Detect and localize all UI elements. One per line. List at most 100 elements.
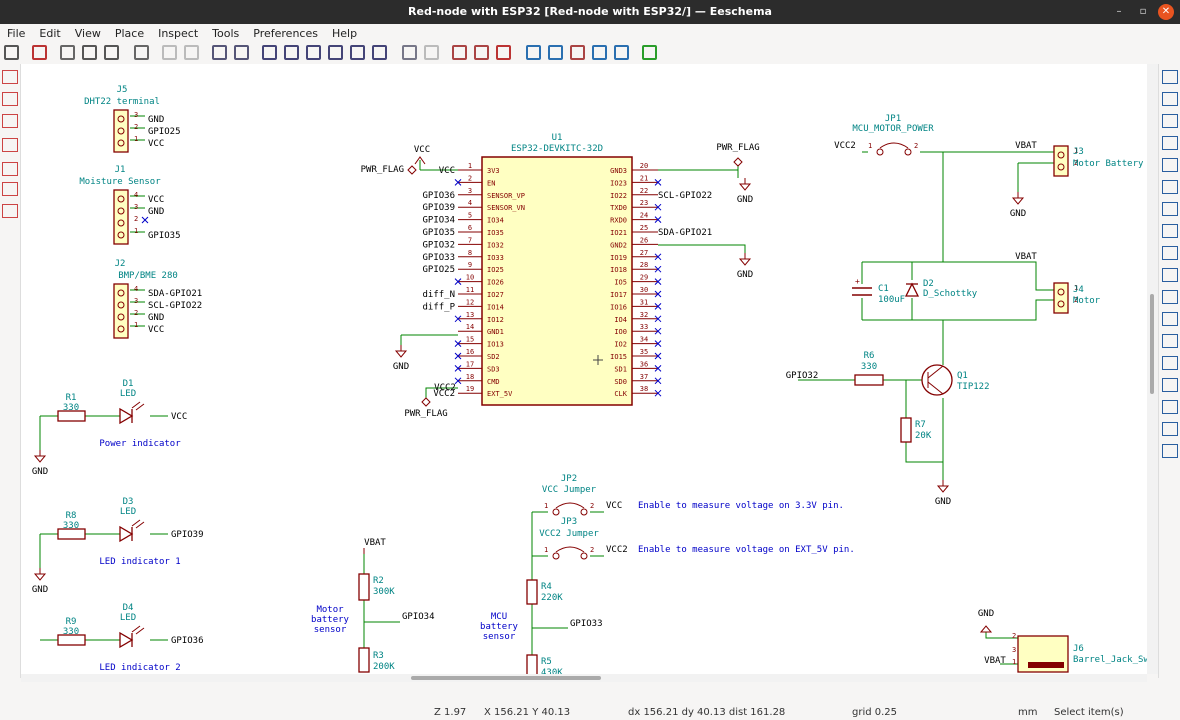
- u1-pinnum-28: 28: [640, 261, 648, 269]
- right-toolbar-icon-5[interactable]: [1162, 180, 1178, 194]
- toolbar-icon-8[interactable]: [212, 45, 227, 60]
- menu-view[interactable]: View: [74, 26, 101, 40]
- menu-preferences[interactable]: Preferences: [253, 26, 318, 40]
- toolbar-icon-1[interactable]: [32, 45, 47, 60]
- vertical-scroll-thumb[interactable]: [1150, 294, 1154, 394]
- u1-pinname-15: IO13: [487, 341, 504, 349]
- u1-pinnum-37: 37: [640, 373, 648, 381]
- left-toolbar-icon-4[interactable]: [2, 162, 18, 176]
- j4-pinnum-1: 1: [1074, 284, 1078, 292]
- jp3-vcc2-label: VCC2: [606, 545, 628, 555]
- d4-rays: [131, 625, 145, 635]
- pwrflag3-label: PWR_FLAG: [404, 409, 447, 419]
- toolbar-icon-18[interactable]: [452, 45, 467, 60]
- menu-place[interactable]: Place: [114, 26, 145, 40]
- left-toolbar-icon-2[interactable]: [2, 114, 18, 128]
- right-toolbar-icon-15[interactable]: [1162, 400, 1178, 414]
- u1-pinname-11: IO27: [487, 291, 504, 299]
- r6-gpio32-label: GPIO32: [786, 371, 819, 381]
- right-toolbar-icon-9[interactable]: [1162, 268, 1178, 282]
- u1-pinname-19: EXT_5V: [487, 390, 513, 398]
- u1-pinnum-22: 22: [640, 187, 648, 195]
- menu-file[interactable]: File: [7, 26, 26, 40]
- toolbar-icon-25[interactable]: [614, 45, 629, 60]
- toolbar-icon-0[interactable]: [4, 45, 19, 60]
- u1-pinname-37: SD0: [614, 378, 627, 386]
- toolbar-icon-5[interactable]: [134, 45, 149, 60]
- u1-pinname-6: IO35: [487, 229, 504, 237]
- right-toolbar-icon-4[interactable]: [1162, 158, 1178, 172]
- d2-value: D_Schottky: [923, 289, 978, 299]
- toolbar-icon-11[interactable]: [284, 45, 299, 60]
- u1-pinname-28: IO18: [610, 266, 627, 274]
- pwrflag2-label: PWR_FLAG: [716, 143, 759, 153]
- d4-body: [119, 631, 134, 649]
- close-button[interactable]: ✕: [1158, 4, 1174, 20]
- horizontal-scroll-thumb[interactable]: [411, 676, 601, 680]
- j2-pin-1: [117, 325, 125, 333]
- toolbar-icon-20[interactable]: [496, 45, 511, 60]
- status-grid: grid 0.25: [852, 707, 898, 718]
- left-toolbar-icon-6[interactable]: [2, 204, 18, 218]
- u1-pinnum-5: 5: [468, 212, 472, 220]
- u1-pinnum-1: 1: [468, 162, 472, 170]
- right-toolbar-icon-8[interactable]: [1162, 246, 1178, 260]
- right-toolbar-icon-10[interactable]: [1162, 290, 1178, 304]
- toolbar-icon-6[interactable]: [162, 45, 177, 60]
- right-toolbar-icon-13[interactable]: [1162, 356, 1178, 370]
- toolbar-icon-26[interactable]: [642, 45, 657, 60]
- menu-tools[interactable]: Tools: [212, 26, 240, 40]
- horizontal-scrollbar[interactable]: [21, 674, 1147, 682]
- right-toolbar-icon-11[interactable]: [1162, 312, 1178, 326]
- u1-nc-23: [654, 203, 662, 211]
- vertical-scrollbar[interactable]: [1147, 64, 1158, 674]
- toolbar-icon-13[interactable]: [328, 45, 343, 60]
- toolbar-icon-19[interactable]: [474, 45, 489, 60]
- right-toolbar-icon-0[interactable]: [1162, 70, 1178, 84]
- menu-help[interactable]: Help: [331, 26, 358, 40]
- minimize-button[interactable]: –: [1116, 6, 1122, 17]
- toolbar-icon-7[interactable]: [184, 45, 199, 60]
- toolbar-icon-22[interactable]: [548, 45, 563, 60]
- toolbar-icon-23[interactable]: [570, 45, 585, 60]
- j1-pin-1: [117, 231, 125, 239]
- toolbar-icon-24[interactable]: [592, 45, 607, 60]
- right-toolbar-icon-14[interactable]: [1162, 378, 1178, 392]
- right-toolbar-icon-16[interactable]: [1162, 422, 1178, 436]
- right-toolbar-icon-2[interactable]: [1162, 114, 1178, 128]
- toolbar-icon-4[interactable]: [104, 45, 119, 60]
- j5-pinnum-3: 3: [134, 111, 138, 119]
- right-toolbar-icon-6[interactable]: [1162, 202, 1178, 216]
- menu-inspect[interactable]: Inspect: [158, 26, 199, 40]
- toolbar-icon-9[interactable]: [234, 45, 249, 60]
- toolbar-icon-16[interactable]: [402, 45, 417, 60]
- u1-nc-16: [454, 352, 462, 360]
- right-toolbar-icon-17[interactable]: [1162, 444, 1178, 458]
- toolbar-icon-3[interactable]: [82, 45, 97, 60]
- toolbar-icon-15[interactable]: [372, 45, 387, 60]
- left-toolbar-icon-1[interactable]: [2, 92, 18, 106]
- right-toolbar-icon-1[interactable]: [1162, 92, 1178, 106]
- right-toolbar-icon-3[interactable]: [1162, 136, 1178, 150]
- mcu-batt-note-3: sensor: [483, 632, 516, 642]
- toolbar-icon-17[interactable]: [424, 45, 439, 60]
- toolbar-icon-2[interactable]: [60, 45, 75, 60]
- motor-batt-note-1: Motor: [316, 605, 344, 615]
- right-toolbar-icon-12[interactable]: [1162, 334, 1178, 348]
- j3-body: [1053, 145, 1069, 177]
- menu-edit[interactable]: Edit: [39, 26, 61, 40]
- toolbar-icon-14[interactable]: [350, 45, 365, 60]
- j1-pin-2: [117, 219, 125, 227]
- right-toolbar-icon-7[interactable]: [1162, 224, 1178, 238]
- toolbar-icon-10[interactable]: [262, 45, 277, 60]
- r3-ref: R3: [373, 651, 384, 661]
- left-toolbar-icon-5[interactable]: [2, 182, 18, 196]
- left-toolbar-icon-0[interactable]: [2, 70, 18, 84]
- toolbar-icon-21[interactable]: [526, 45, 541, 60]
- toolbar-icon-12[interactable]: [306, 45, 321, 60]
- j2-ref: J2: [115, 259, 126, 269]
- left-toolbar-icon-3[interactable]: [2, 138, 18, 152]
- maximize-button[interactable]: ▫: [1139, 6, 1147, 17]
- u1-pinname-17: SD3: [487, 365, 500, 373]
